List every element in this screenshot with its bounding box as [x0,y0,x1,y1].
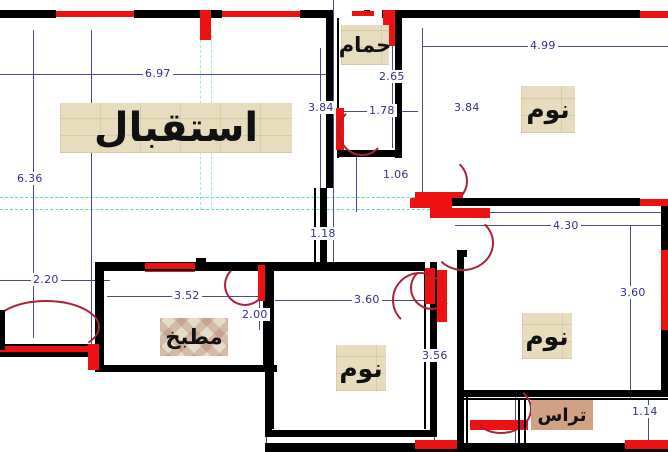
dimension-text-430: 4.30 [551,219,581,232]
dimension-text-114: 1.14 [630,405,660,418]
wall-kitchen-bottom [95,365,277,372]
wall-bathroom-left [326,10,333,188]
door-entry-swing-arc [0,300,100,354]
wall-kitchen-notch [196,258,206,265]
dimension-text-360c: 3.60 [352,293,382,306]
dimension-text-697: 6.97 [143,67,173,80]
dimension-text-118: 1.18 [308,227,338,240]
dimension-text-636: 6.36 [15,172,45,185]
witness-line-a [91,30,92,350]
room-label-bedroom-c-text: نوم [339,353,383,383]
room-label-bedroom-se: نوم [522,313,572,359]
dimension-text-360r: 3.60 [618,286,648,299]
opening-top-vertical-stub [200,10,211,40]
room-label-reception: استقبال [60,103,292,153]
room-label-bedroom-ne-text: نوم [526,95,570,124]
opening-bedroom-ne-bottom-left [410,198,452,208]
room-label-terrace-text: تراس [537,404,587,426]
dimension-line-114 [648,398,649,452]
dimension-line-265 [392,28,393,148]
opening-entry-door-jamb [88,344,99,370]
wall-terrace-divider-2 [524,398,526,452]
centreline-horizontal-upper [0,197,440,198]
opening-bedroom-se-right-window [661,250,668,330]
wall-kitchen-inner-top [102,269,262,271]
opening-bottom-window-2 [625,440,668,449]
room-label-reception-text: استقبال [93,105,259,151]
dimension-text-106: 1.06 [381,168,411,181]
room-label-terrace: تراس [531,400,593,430]
wall-bathroom-right [395,16,402,158]
door-bathroom-swing-arc [338,106,386,156]
wall-bedroom-se-left [457,250,464,395]
wall-bedroom-c-inner-left [272,269,274,429]
wall-bedroom-c-bottom [265,430,437,437]
wall-bedroom-c-top [265,262,425,269]
room-label-bedroom-se-text: نوم [525,321,569,351]
room-label-bedroom-c: نوم [336,345,386,391]
opening-top-4 [640,11,668,18]
wall-top-segment-1 [0,10,56,18]
opening-top-3 [352,11,374,16]
wall-terrace-left-inner [466,397,468,452]
wall-bedroom-se-bottom [457,390,668,397]
dimension-text-200: 2.00 [240,308,270,321]
dimension-text-178: 1.78 [367,104,397,117]
dimension-text-384a: 3.84 [306,101,336,114]
wall-top-bedroom-ne [382,10,640,18]
room-label-bathroom: حمام [338,25,392,65]
wall-terrace-divider-1 [518,398,520,452]
opening-bottom-window-1 [415,440,457,449]
dimension-line-360r [630,225,631,400]
opening-bedroom-ne-bottom-right [640,199,668,206]
door-se-upper-jamb [430,208,490,218]
witness-line-e [455,212,668,213]
wall-bedroom-c-inner-top [272,269,424,271]
wall-bedroom-ne-bottom [410,198,640,206]
opening-top-2 [222,11,300,17]
dimension-line-384a [320,48,321,208]
door-se-lower-swing-arc [392,272,448,328]
wall-terrace-left [457,397,464,452]
room-label-kitchen: مطبخ [160,318,228,356]
door-se-upper-swing-arc [432,215,494,271]
room-label-kitchen-text: مطبخ [165,325,223,349]
wall-kitchen-inner-left [102,269,104,365]
opening-kitchen-window [145,263,195,272]
opening-top-1 [56,11,134,17]
dimension-text-384b: 3.84 [452,101,482,114]
wall-bedroom-se-inner-bottom [464,398,668,400]
wall-bathroom-inner-vertical [337,18,339,158]
dimension-text-356: 3.56 [420,349,450,362]
dimension-text-499: 4.99 [528,39,558,52]
witness-line-b [333,0,334,270]
dimension-text-265: 2.65 [377,70,407,83]
wall-bedroom-c-left [265,262,272,437]
room-label-bathroom-text: حمام [338,33,392,57]
wall-kitchen-left [95,262,102,372]
wall-top-segment-2 [134,10,222,18]
wall-top-segment-3 [300,10,330,18]
centreline-horizontal-lower [0,209,440,210]
room-label-bedroom-ne: نوم [521,86,575,133]
dimension-text-352: 3.52 [172,289,202,302]
wall-bathroom-bottom [364,150,402,157]
dimension-line-384b [422,28,423,203]
door-kitchen-swing-arc [224,264,266,306]
door-terrace-swing-arc [470,384,532,434]
wall-left-partial [0,310,5,350]
dimension-text-220: 2.20 [31,273,61,286]
dimension-line-106 [356,150,357,212]
